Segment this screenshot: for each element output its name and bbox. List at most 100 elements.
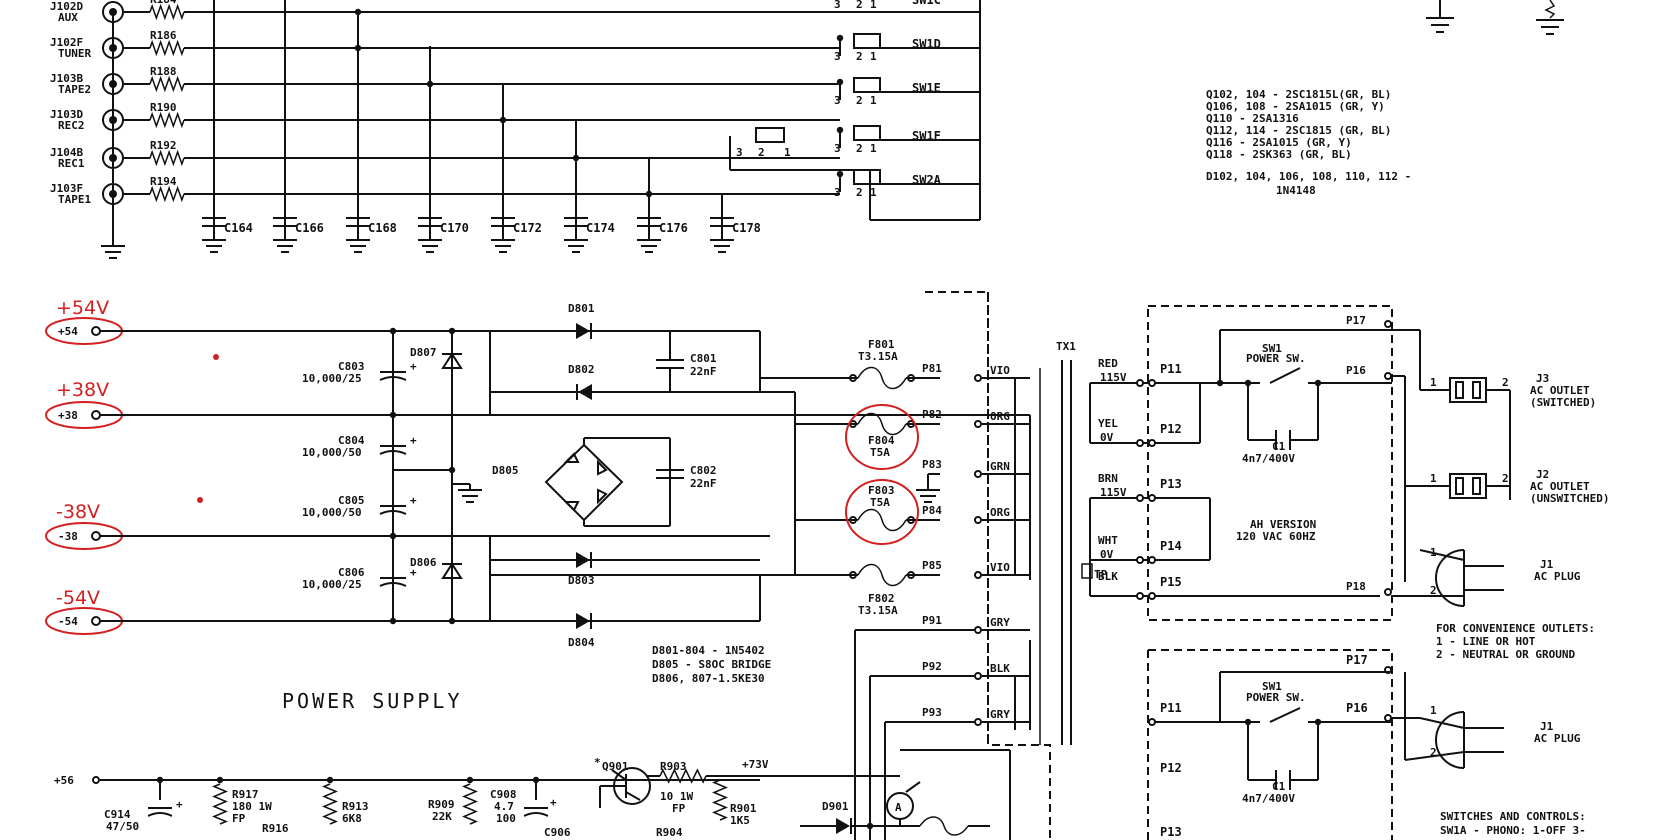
ground-symbol (346, 239, 370, 253)
fuse-ref: F804 (868, 434, 895, 447)
pin-label: 2 (1502, 472, 1509, 485)
wire (1404, 751, 1465, 761)
parts-list-line: Q116 - 2SA1015 (GR, Y) (1206, 136, 1352, 149)
wire-color: GRY (990, 616, 1010, 629)
wire-color: VIO (990, 561, 1010, 574)
fuse-element (857, 366, 907, 390)
resistor-ref: R184 (150, 0, 177, 6)
resistor-ref: R903 (660, 760, 687, 773)
outlet-ref: J3 (1536, 372, 1549, 385)
pin-label: 1 (1430, 376, 1437, 389)
outlet-slot (1472, 477, 1481, 495)
rail-annotation-38p: +38V (56, 379, 109, 401)
switch-name: POWER SW. (1246, 691, 1306, 704)
cap-ref: C170 (440, 221, 469, 235)
coupling-capacitor: C172 (491, 217, 542, 253)
cap-ref: C806 (338, 566, 365, 579)
jack-name: REC1 (58, 157, 85, 170)
jack-ref: J102F (50, 36, 83, 49)
connector-pin (92, 776, 100, 784)
connector-ref: P84 (922, 504, 942, 517)
connector-pin (974, 516, 982, 524)
connector: P93 GRY (922, 706, 1030, 726)
diode-body (836, 818, 850, 834)
fuse-ref: F801 (868, 338, 895, 351)
ground-symbol (637, 239, 661, 253)
jack-ref: J103B (50, 72, 83, 85)
junction-dot (326, 776, 334, 784)
mains-pin-ref: P12 (1160, 422, 1182, 436)
polarity: + (410, 360, 417, 373)
wire-voltage: 0V (1100, 431, 1114, 444)
connector-pin (1384, 588, 1392, 596)
rectifier-diode: D803 (568, 552, 595, 587)
connector-ref: P93 (922, 706, 942, 719)
rectifier-diode: D802 (568, 363, 595, 400)
cap-plate (523, 812, 549, 817)
mains-pin-ref: P13 (1160, 825, 1182, 839)
junction-dot (448, 466, 456, 474)
pin-label: 1 (784, 146, 791, 159)
cap-value: 4n7/400V (1242, 452, 1295, 465)
ground-symbol (491, 239, 515, 253)
mains-pin-ref: P16 (1346, 701, 1368, 715)
meter-label: A (895, 801, 902, 814)
cap-ref: C802 (690, 464, 717, 477)
rail-annotation-38n: -38V (56, 501, 100, 523)
ground-symbol (452, 483, 482, 503)
resistor-value: 6K8 (342, 812, 362, 825)
switch-ref: SW1D (912, 37, 941, 51)
connector-pin (974, 374, 982, 382)
pin-label: 2 (1430, 584, 1437, 597)
cap-ref: C1 (1272, 780, 1286, 793)
rectifier-diode: D804 (568, 613, 595, 649)
junction-dot (1314, 718, 1322, 726)
polarity: + (176, 798, 183, 811)
convenience-note: 2 - NEUTRAL OR GROUND (1436, 648, 1575, 661)
connector-pin (974, 420, 982, 428)
cap-value: 47/50 (106, 820, 139, 833)
plug-body (1435, 549, 1465, 607)
pin-label: 1 (870, 50, 877, 63)
convenience-note: FOR CONVENIENCE OUTLETS: (1436, 622, 1595, 635)
polarity: + (410, 494, 417, 507)
resistor-ref: R192 (150, 139, 177, 152)
cap-ref: C174 (586, 221, 615, 235)
cap-ref: C803 (338, 360, 365, 373)
fuse-value: T3.15A (858, 604, 898, 617)
coupling-capacitor: C164 (202, 217, 253, 253)
connector-pin (1384, 320, 1392, 328)
fuse-circle (845, 479, 919, 545)
mains-pin-ref: P15 (1160, 575, 1182, 589)
cap-ref: C172 (513, 221, 542, 235)
red-mark (197, 497, 203, 503)
wire-color: ORG (990, 410, 1010, 423)
outlet-sub: (SWITCHED) (1530, 396, 1596, 409)
wire-color: GRY (990, 708, 1010, 721)
resistor-value: 1K5 (730, 814, 750, 827)
resistor (659, 768, 707, 784)
coupling-capacitor: C174 (564, 217, 615, 253)
plug-name: AC PLUG (1534, 732, 1581, 745)
cap-value: 10,000/25 (302, 578, 362, 591)
parts-list-line: Q112, 114 - 2SC1815 (GR, BL) (1206, 124, 1391, 137)
wire-color: BRN (1098, 472, 1118, 485)
cap-value: 100 (496, 812, 516, 825)
cap-plate (379, 510, 407, 515)
cap-ref: C1 (1272, 440, 1286, 453)
mains-pin-ref: P14 (1160, 539, 1182, 553)
plug-name: AC PLUG (1534, 570, 1581, 583)
parts-list-line: Q118 - 2SK363 (GR, BL) (1206, 148, 1352, 161)
